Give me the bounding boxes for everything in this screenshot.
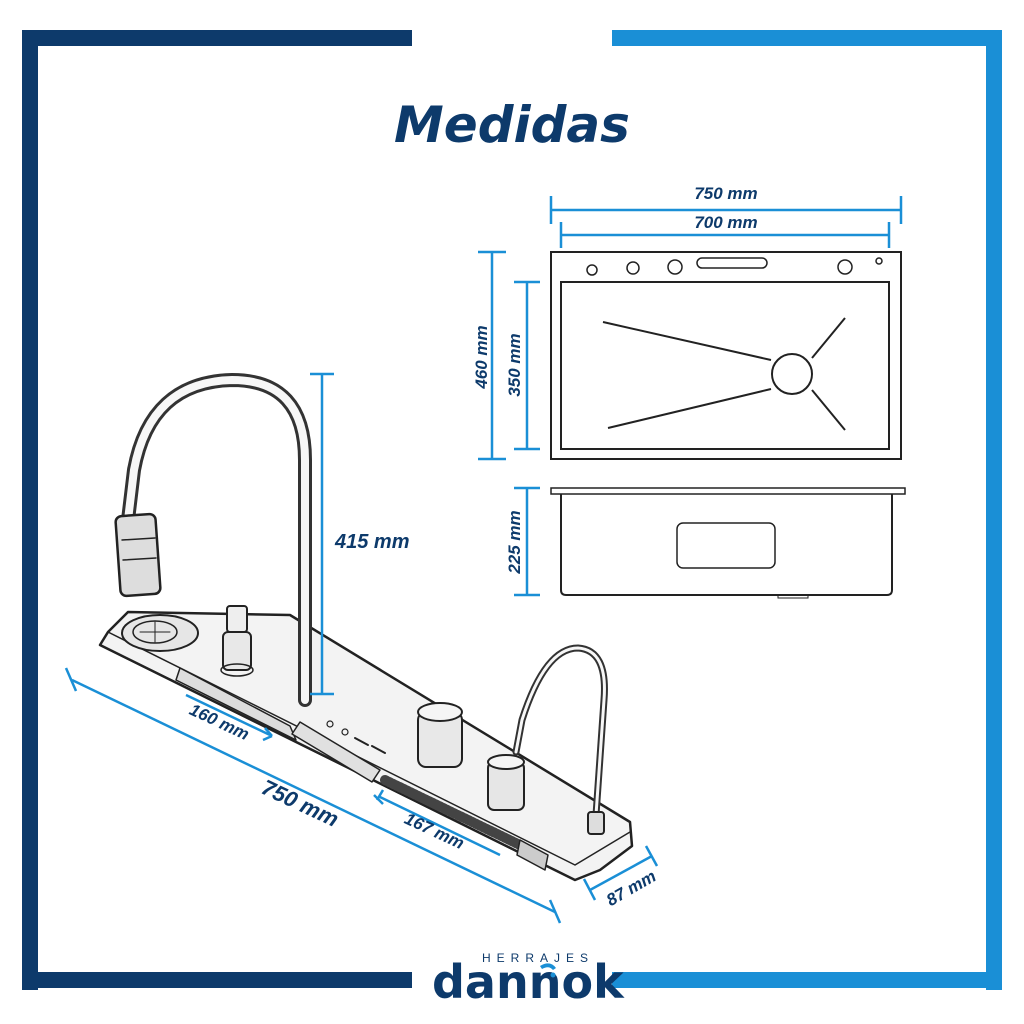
dimension-lines-faucet [64,372,659,924]
dim-faucet-height: 415 mm [334,531,410,553]
dim-top-inner-width: 700 mm [694,213,757,232]
dim-outer-depth: 460 mm [472,325,491,389]
frame-border [22,30,1002,990]
dim-total-length: 750 mm [258,775,343,832]
faucet-icon [98,373,634,882]
sink-top-view-icon [550,251,902,460]
faucet-drop-icon [540,963,556,978]
dim-bowl-height: 225 mm [505,510,524,574]
dimension-lines-top [478,196,903,597]
dim-inner-depth: 350 mm [505,333,524,396]
sink-side-view-icon [550,487,906,599]
dim-shelf-depth: 87 mm [603,867,659,910]
page-title: Medidas [394,96,630,154]
dim-top-outer-width: 750 mm [694,184,757,203]
brand-name: dannok [432,955,625,1009]
brand-tagline: HERRAJES [482,951,594,965]
brand-logo: HERRAJES dannok [432,951,625,1009]
